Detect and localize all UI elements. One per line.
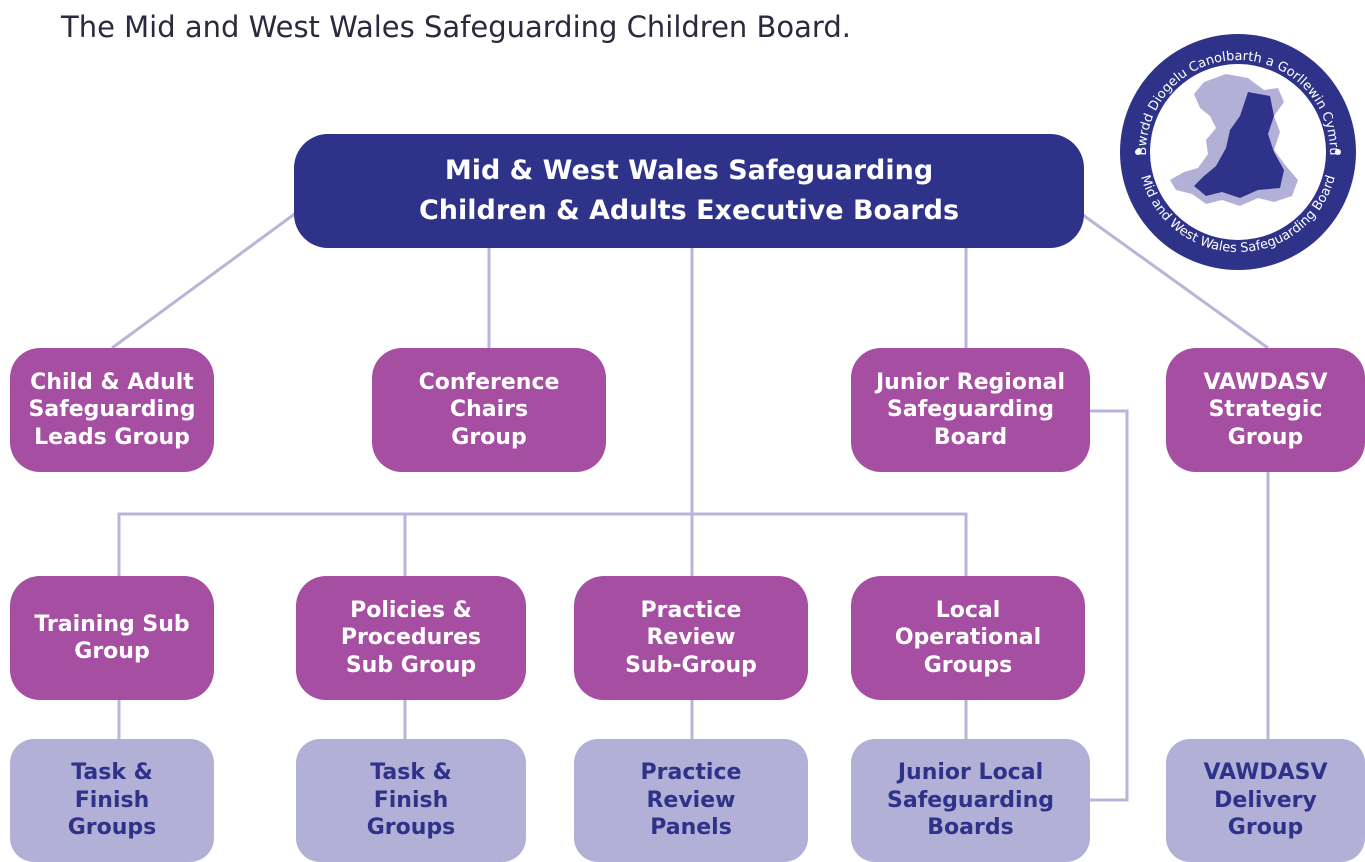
junior-local-boards-label: Junior Local Safeguarding Boards bbox=[887, 760, 1054, 841]
wales-map-highlight bbox=[1194, 92, 1284, 198]
junior-regional-label: Junior Regional Safeguarding Board bbox=[876, 369, 1065, 450]
policies-subgroup-label: Policies & Procedures Sub Group bbox=[340, 597, 482, 678]
practice-review-panels-label: Practice Review Panels bbox=[640, 760, 742, 841]
junior-local-boards-box: Junior Local Safeguarding Boards bbox=[851, 739, 1090, 862]
task-finish-box-1: Task & Finish Groups bbox=[10, 739, 214, 862]
task-finish-label-1: Task & Finish Groups bbox=[67, 760, 157, 841]
local-operational-label: Local Operational Groups bbox=[894, 597, 1042, 678]
practice-review-subgroup-label: Practice Review Sub-Group bbox=[625, 597, 757, 678]
connector-exec-vawdasv bbox=[1075, 208, 1269, 350]
connector-junior-regional-local bbox=[1090, 409, 1129, 802]
page-subtitle: The Mid and West Wales Safeguarding Chil… bbox=[61, 10, 851, 44]
training-subgroup-label: Training Sub Group bbox=[34, 611, 190, 665]
vawdasv-strategic-box: VAWDASV Strategic Group bbox=[1166, 348, 1365, 472]
task-finish-label-2: Task & Finish Groups bbox=[366, 760, 456, 841]
local-operational-box: Local Operational Groups bbox=[851, 576, 1085, 700]
policies-subgroup-box: Policies & Procedures Sub Group bbox=[296, 576, 526, 700]
vawdasv-strategic-label: VAWDASV Strategic Group bbox=[1203, 369, 1328, 450]
logo-dot-left bbox=[1135, 149, 1141, 155]
leads-group-box: Child & Adult Safeguarding Leads Group bbox=[10, 348, 214, 472]
leads-group-label: Child & Adult Safeguarding Leads Group bbox=[28, 369, 196, 450]
vawdasv-delivery-label: VAWDASV Delivery Group bbox=[1203, 760, 1328, 841]
logo-dot-right bbox=[1335, 149, 1341, 155]
board-logo-seal: Bwrdd Diogelu Canolbarth a Gorllewin Cym… bbox=[1120, 34, 1356, 270]
conference-chairs-box: Conference Chairs Group bbox=[372, 348, 606, 472]
junior-regional-box: Junior Regional Safeguarding Board bbox=[851, 348, 1090, 472]
connector-subgroup-bar bbox=[117, 512, 968, 576]
task-finish-box-2: Task & Finish Groups bbox=[296, 739, 526, 862]
practice-review-subgroup-box: Practice Review Sub-Group bbox=[574, 576, 808, 700]
executive-boards-label: Mid & West Wales Safeguarding Children &… bbox=[418, 154, 960, 227]
training-subgroup-box: Training Sub Group bbox=[10, 576, 214, 700]
conference-chairs-label: Conference Chairs Group bbox=[418, 369, 560, 450]
connector-exec-leads bbox=[111, 208, 301, 350]
vawdasv-delivery-box: VAWDASV Delivery Group bbox=[1166, 739, 1365, 862]
executive-boards-box: Mid & West Wales Safeguarding Children &… bbox=[294, 134, 1084, 248]
practice-review-panels-box: Practice Review Panels bbox=[574, 739, 808, 862]
